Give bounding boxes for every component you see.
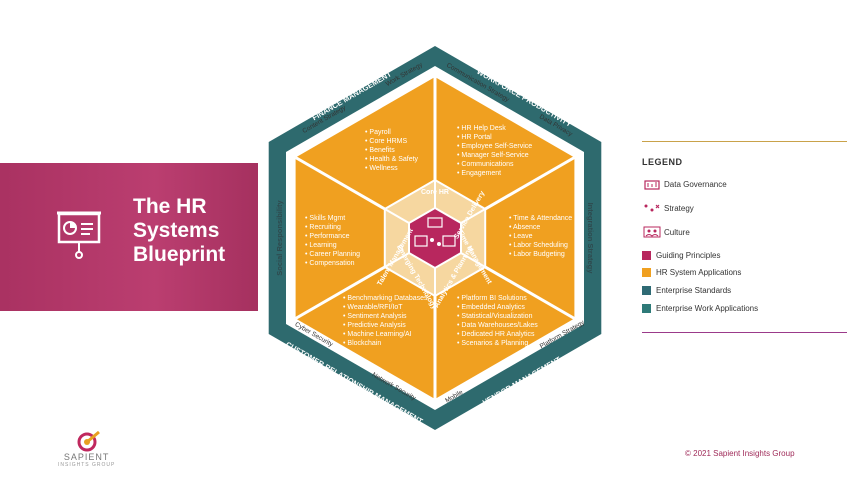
panel-item: • Core HRMS: [365, 138, 407, 145]
legend-item-culture: Culture: [642, 226, 690, 238]
hr-system-applications-swatch: [642, 268, 651, 277]
panel-item: • Labor Scheduling: [509, 242, 568, 249]
legend-top-divider: [642, 141, 847, 142]
panel-item: • Blockchain: [343, 340, 381, 347]
title-line-1: The HR: [133, 195, 207, 218]
strategy-icon: [437, 242, 441, 246]
legend-category-guiding-principles: Guiding Principles: [642, 251, 720, 260]
guiding-principles-swatch: [642, 251, 651, 260]
social-responsibility-label: Social Responsibility: [275, 199, 284, 275]
panel-item: • Predictive Analysis: [343, 322, 406, 329]
panel-item: • Scenarios & Planning: [457, 340, 528, 347]
panel-item: • Statistical/Visualization: [457, 313, 533, 320]
panel-item: • Machine Learning/AI: [343, 331, 412, 338]
culture-icon: [414, 235, 428, 247]
enterprise-standards-swatch: [642, 286, 651, 295]
guiding-principles-core: [408, 206, 462, 270]
panel-item: • Performance: [305, 233, 350, 240]
panel-item: • Recruiting: [305, 224, 341, 231]
legend-category-enterprise-standards: Enterprise Standards: [642, 286, 731, 295]
data-governance-icon: [427, 217, 443, 228]
data-governance-icon: [644, 180, 660, 190]
panel-item: • Communications: [457, 161, 514, 168]
legend-category-enterprise-work-applications: Enterprise Work Applications: [642, 304, 758, 313]
panel-item: • Wearable/RFI/IoT: [343, 304, 403, 311]
panel-item: • Benchmarking Databases: [343, 295, 428, 302]
legend-label-culture: Culture: [664, 227, 690, 237]
title-line-2: Systems: [133, 219, 220, 242]
culture-icon: [643, 226, 661, 238]
panel-item: • Dedicated HR Analytics: [457, 331, 535, 338]
integration-strategy-label: Integration Strategy: [586, 203, 595, 275]
strategy-icon: [430, 238, 434, 242]
panel-item: • Time & Attendance: [509, 215, 572, 222]
logo-subtitle: INSIGHTS GROUP: [58, 462, 116, 468]
presentation-icon: [57, 211, 101, 259]
culture-icon: [442, 235, 456, 247]
panel-item: • Embedded Analytics: [457, 304, 525, 311]
panel-item: • Learning: [305, 242, 337, 249]
panel-item: • Sentiment Analysis: [343, 313, 407, 320]
panel-item: • Absence: [509, 224, 540, 231]
panel-item: • Benefits: [365, 147, 395, 154]
legend-category-label: Enterprise Work Applications: [656, 304, 759, 313]
strategy-icon: [644, 204, 660, 212]
panel-item: • Skills Mgmt: [305, 215, 345, 222]
panel-item: • Engagement: [457, 170, 501, 177]
title-line-3: Blueprint: [133, 243, 226, 266]
sapient-logo: SAPIENT INSIGHTS GROUP: [58, 430, 115, 468]
panel-item: • Career Planning: [305, 251, 360, 258]
panel-item: • Labor Budgeting: [509, 251, 565, 258]
legend-category-label: HR System Applications: [656, 268, 742, 277]
legend-category-label: Guiding Principles: [656, 251, 721, 260]
logo-name: SAPIENT: [63, 452, 110, 462]
panel-item: • Wellness: [365, 165, 398, 172]
legend-category-hr-system-applications: HR System Applications: [642, 268, 741, 277]
center-segment-label: Core HR: [421, 189, 449, 196]
panel-item: • Data Warehouses/Lakes: [457, 322, 538, 329]
panel-item: • HR Help Desk: [457, 125, 506, 132]
panel-item: • Leave: [509, 233, 533, 240]
panel-item: • Employee Self-Service: [457, 143, 532, 150]
enterprise-work-applications-swatch: [642, 304, 651, 313]
legend-label-strategy: Strategy: [664, 203, 694, 213]
panel-item: • Compensation: [305, 260, 355, 267]
copyright: © 2021 Sapient Insights Group: [685, 449, 795, 458]
panel-item: • Payroll: [365, 129, 391, 136]
legend-title: LEGEND: [642, 157, 683, 167]
legend-bottom-divider: [642, 332, 847, 333]
panel-item: • HR Portal: [457, 134, 492, 141]
legend-category-label: Enterprise Standards: [656, 286, 732, 295]
sapient-logo-mark: [77, 430, 100, 452]
legend-item-strategy: Strategy: [642, 202, 694, 214]
panel-item: • Platform BI Solutions: [457, 295, 527, 302]
panel-item: • Health & Safety: [365, 156, 419, 163]
legend-label-data-governance: Data Governance: [664, 179, 727, 189]
panel-item: • Manager Self-Service: [457, 152, 529, 159]
legend-item-data-governance: Data Governance: [642, 178, 727, 190]
title-banner: [0, 163, 258, 311]
